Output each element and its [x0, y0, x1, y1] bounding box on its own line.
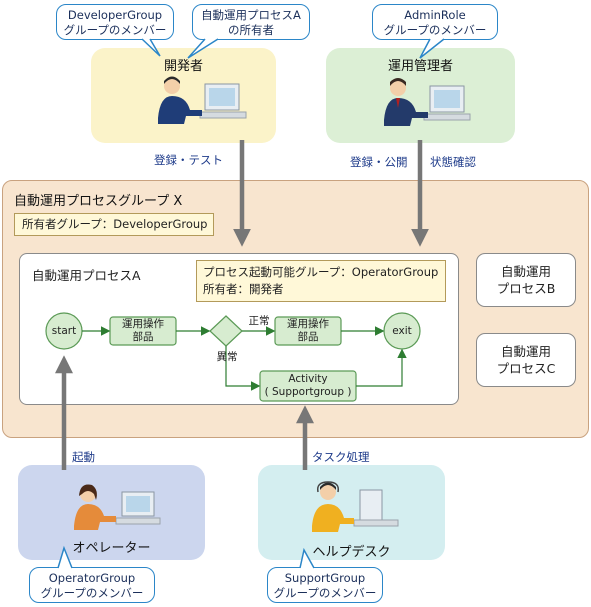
helpdesk-label: ヘルプデスク	[312, 545, 391, 560]
activity-label: Activity ( Supportgroup )	[264, 373, 352, 398]
process-c-box[interactable]: 自動運用 プロセスC	[476, 333, 576, 387]
abnormal-label: 異常	[216, 351, 238, 363]
process-b-box[interactable]: 自動運用 プロセスB	[476, 253, 576, 307]
operation-2-label: 運用操作 部品	[287, 318, 329, 343]
developer-bubble-owner: 自動運用プロセスA の所有者	[192, 4, 310, 40]
launch-label: 起動	[72, 450, 95, 464]
operator-label: オペレーター	[72, 541, 151, 556]
process-group-title: 自動運用プロセスグループ X	[14, 194, 183, 209]
register-test-label: 登録・テスト	[154, 153, 223, 167]
developer-person-icon	[158, 76, 247, 124]
edge-decision-activity	[225, 346, 261, 391]
developer-bubble-group: DeveloperGroup グループのメンバー	[56, 4, 174, 40]
developer-label: 開発者	[163, 59, 203, 74]
start-label: start	[51, 325, 77, 337]
process-a-title: 自動運用プロセスA	[32, 268, 141, 283]
admin-label: 運用管理者	[387, 59, 453, 74]
register-publish-label: 登録・公開	[350, 155, 408, 169]
helpdesk-panel	[258, 465, 445, 560]
helpdesk-bubble: SupportGroup グループのメンバー	[267, 567, 383, 603]
exit-label: exit	[392, 325, 412, 337]
helpdesk-person-icon	[312, 481, 399, 532]
admin-panel	[326, 48, 515, 143]
operator-bubble: OperatorGroup グループのメンバー	[29, 567, 155, 603]
operation-1-label: 運用操作 部品	[122, 318, 164, 343]
edge-activity-exit	[356, 348, 407, 387]
operator-panel	[18, 465, 205, 560]
process-owner-text: 所有者：開発者	[203, 282, 284, 296]
developer-panel	[91, 48, 276, 143]
admin-person-icon	[384, 78, 471, 126]
launch-group-box: プロセス起動可能グループ：OperatorGroup 所有者：開発者	[196, 260, 446, 302]
operator-person-icon	[74, 484, 161, 530]
task-handling-label: タスク処理	[312, 450, 370, 464]
status-check-label: 状態確認	[430, 155, 476, 169]
decision-node	[209, 315, 243, 347]
launch-group-text: プロセス起動可能グループ：OperatorGroup	[203, 265, 439, 279]
owner-group-box: 所有者グループ：DeveloperGroup	[14, 213, 214, 236]
normal-label: 正常	[248, 315, 270, 327]
admin-bubble: AdminRole グループのメンバー	[372, 4, 498, 40]
